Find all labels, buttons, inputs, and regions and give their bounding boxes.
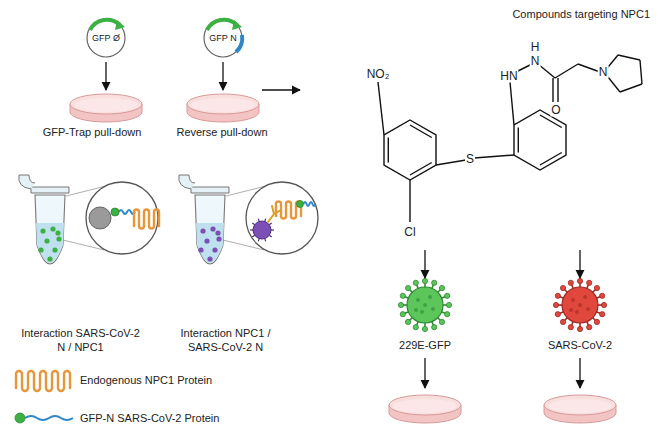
petri-dish xyxy=(389,395,616,423)
node-label: Interaction NPC1 / SARS-CoV-2 N xyxy=(165,326,286,354)
plasmid-node: GFP N xyxy=(200,13,246,59)
atom-label: N xyxy=(530,55,541,68)
atom-label: NO₂ xyxy=(366,68,391,81)
petri-dish xyxy=(70,94,259,122)
node-label: SARS-CoV-2 xyxy=(540,338,620,352)
tube-reverse xyxy=(179,175,318,264)
flow-arrow xyxy=(424,250,425,278)
virus-sars xyxy=(553,278,606,331)
legend-text: GFP-N SARS-CoV-2 Protein xyxy=(80,411,219,425)
legend-text: Endogenous NPC1 Protein xyxy=(80,373,212,387)
tube-gfp-trap xyxy=(19,175,159,264)
flow-arrow xyxy=(579,250,580,278)
node-label: 229E-GFP xyxy=(385,338,465,352)
atom-label: Cl xyxy=(403,226,416,239)
atom-label: H xyxy=(530,41,541,54)
plasmid-arrow xyxy=(106,62,223,90)
atom-label: O xyxy=(550,104,561,117)
node-label: Interaction SARS-CoV-2 N / NPC1 xyxy=(20,326,141,354)
process-arrow xyxy=(262,90,300,91)
plasmid-label: GFP Ø xyxy=(83,32,129,44)
legend-sample xyxy=(16,371,70,391)
atom-label: S xyxy=(465,153,475,166)
tube-node: Interaction SARS-CoV-2 N / NPC1 xyxy=(12,172,157,357)
legend-sample xyxy=(15,413,73,423)
node-label: Compounds targeting NPC1 xyxy=(498,7,650,21)
chemical-structure xyxy=(378,55,642,222)
plasmid-node: GFP Ø xyxy=(83,13,129,59)
plasmid-label: GFP N xyxy=(200,32,246,44)
compound-node: Compounds targeting NPC1 xyxy=(368,2,652,250)
virus-node: 229E-GFP xyxy=(385,278,465,354)
tube-node: Interaction NPC1 / SARS-CoV-2 N xyxy=(160,172,325,357)
atom-label: HN xyxy=(499,70,518,83)
virus-node: SARS-CoV-2 xyxy=(540,278,620,354)
atom-label: N xyxy=(598,66,609,79)
step-label: Reverse pull-down xyxy=(175,126,268,139)
step-label: GFP-Trap pull-down xyxy=(42,126,143,139)
virus-arrow xyxy=(425,358,580,388)
virus-229e xyxy=(398,278,451,331)
